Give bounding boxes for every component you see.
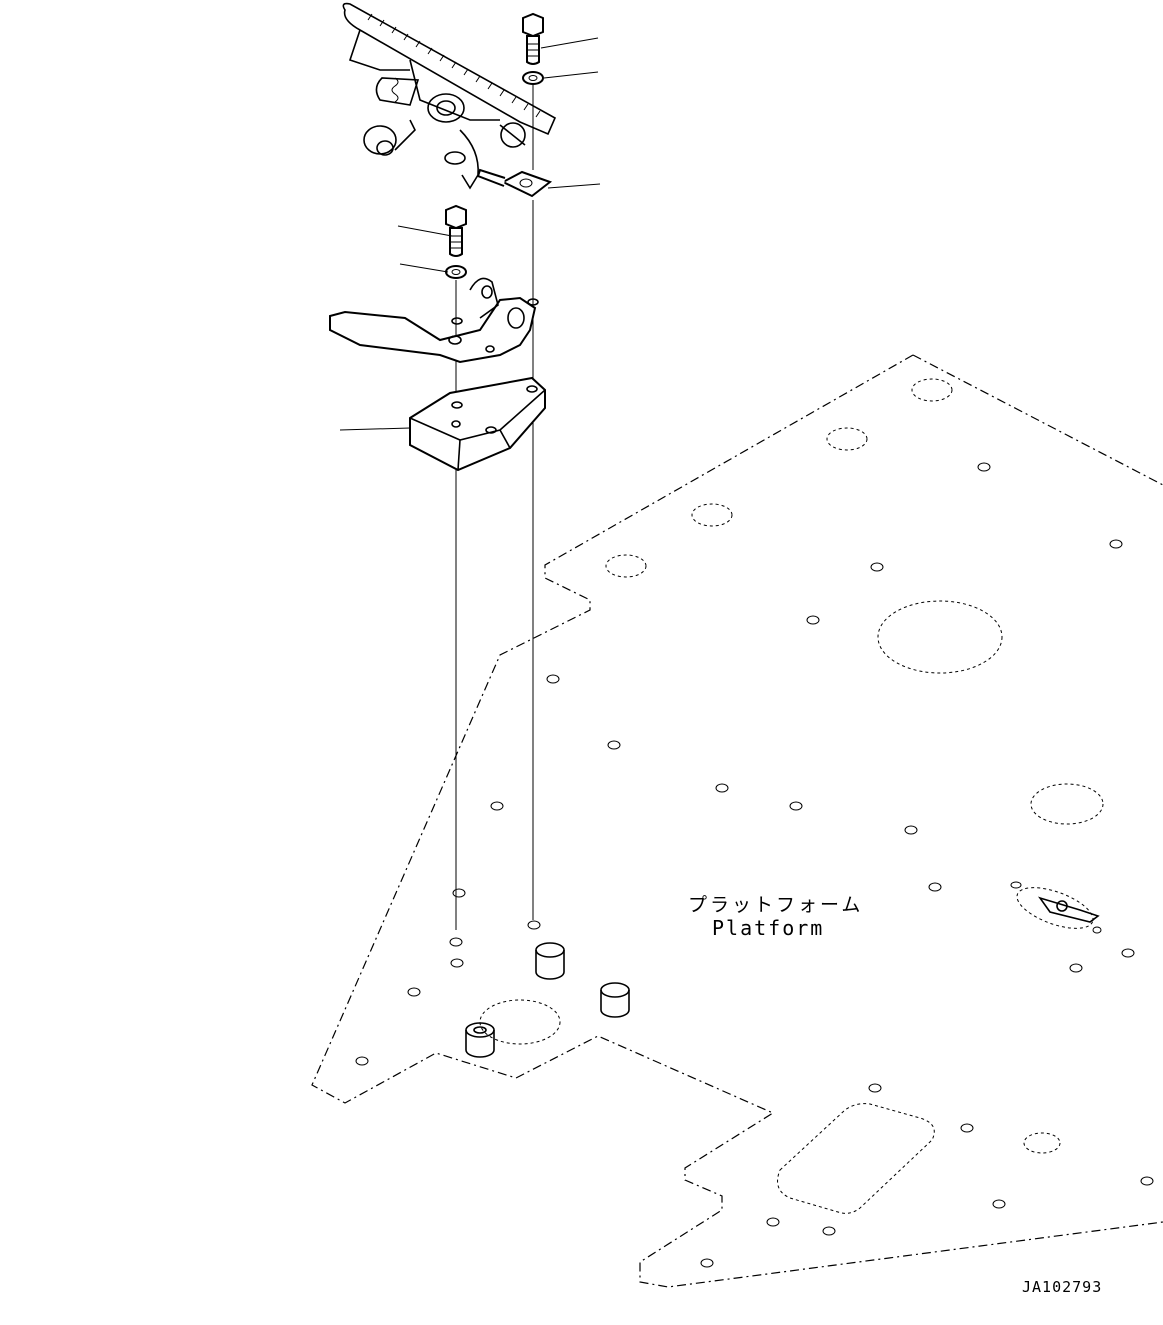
platform-label-japanese: プラットフォーム [688,894,864,916]
assembly-axis-lines [455,85,534,930]
oval-opening-2 [479,999,561,1045]
slot-fitting [1037,896,1100,923]
slot-opening-2 [1016,887,1094,929]
slot-opening [777,1103,935,1214]
bolt-upper [522,12,544,65]
pedal-assembly [342,2,557,190]
platform-plate [311,354,1163,1288]
washer-lower [445,265,467,279]
small-holes [355,462,1154,1268]
washer-upper [522,71,544,85]
figure-code: JA102793 [1022,1278,1103,1296]
oval-opening [1030,783,1104,825]
leader-lines [339,37,601,431]
platform-bosses [465,942,630,1058]
bolt-lower [445,204,467,257]
large-opening [877,600,1003,674]
spacer-block [409,376,546,472]
platform-holes [355,378,1154,1268]
clip-plate [476,168,553,198]
bracket [329,277,539,364]
platform-label-english: Platform [712,916,825,940]
